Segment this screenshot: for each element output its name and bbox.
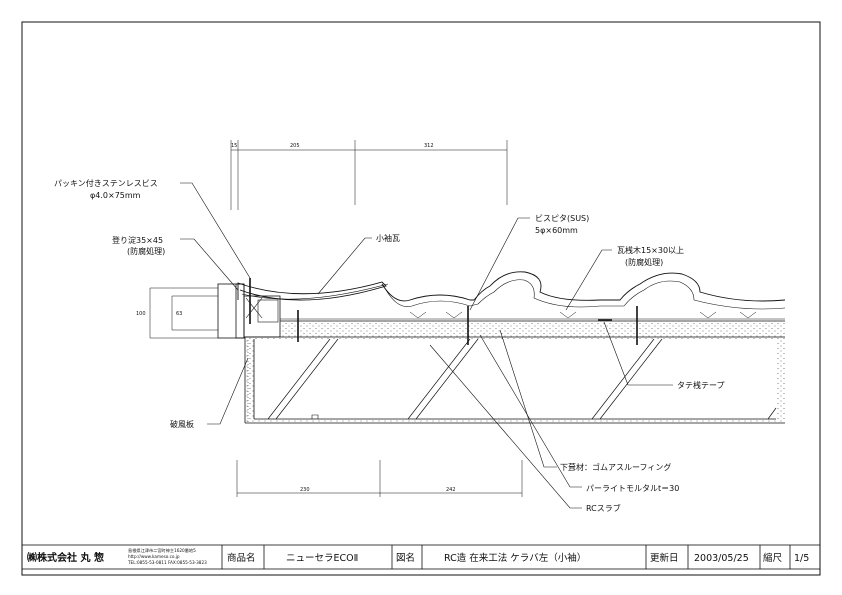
scale-label: 縮尺 [763,552,783,564]
mortar-layer [280,321,785,337]
dim-top-1: 15 [231,143,237,149]
label-underlay: 下葺材：ゴムアスルーフィング [560,462,671,472]
drawing-name: RC造 在来工法 ケラバ左（小袖） [444,552,586,564]
dim-side-2: 63 [176,311,182,317]
label-screw: パッキン付きステンレスビス [54,178,158,188]
label-mortar: パーライトモルタルt＝30 [586,484,679,493]
label-hafu: 破風板 [170,419,194,429]
drawing-frame [21,21,821,576]
dim-side-1: 100 [136,311,146,317]
hafu-board [217,283,245,339]
label-sode-tile: 小袖瓦 [376,233,400,243]
label-kawara-sangi: 瓦桟木15×30以上 [617,245,684,255]
date-label: 更新日 [650,552,679,564]
product-name: ニューセラECOⅡ [286,553,358,564]
dim-top-2: 205 [290,143,300,149]
label-kawara-sangi-note: (防腐処理) [625,257,663,267]
label-screw-size: φ4.0×75mm [90,191,141,200]
label-bispita-size: 5φ×60mm [535,226,578,235]
company-address: 島根県江津市二宮町神主1620番地5 [128,547,196,554]
label-tate-tape: タテ桟テープ [677,380,725,390]
top-dimensions [230,140,508,210]
company-logo: ㈱株式会社 丸 惣 [27,551,104,564]
roof-tiles [381,271,786,302]
scale-value: 1/5 [794,553,809,564]
label-batten-note: (防腐処理) [127,246,165,256]
leader-lines [180,182,673,509]
label-batten: 登り淀35×45 [112,235,163,245]
dim-top-3: 312 [424,143,434,149]
label-slab: RCスラブ [586,503,621,513]
label-bispita: ビスピタ(SUS) [535,214,589,223]
date-value: 2003/05/25 [694,553,749,564]
dim-bottom-1: 230 [300,487,310,493]
product-label: 商品名 [227,552,256,564]
roof-section [217,271,786,424]
dim-bottom-2: 242 [446,487,456,493]
bottom-dimensions [236,460,523,497]
title-block [21,544,821,570]
company-url: http://www.kameso.co.jp [128,554,180,559]
side-dimensions [149,287,218,339]
drawing-label: 図名 [396,552,415,564]
company-tel: TEL:0855-53-0811 FAX:0855-53-3823 [127,560,207,565]
